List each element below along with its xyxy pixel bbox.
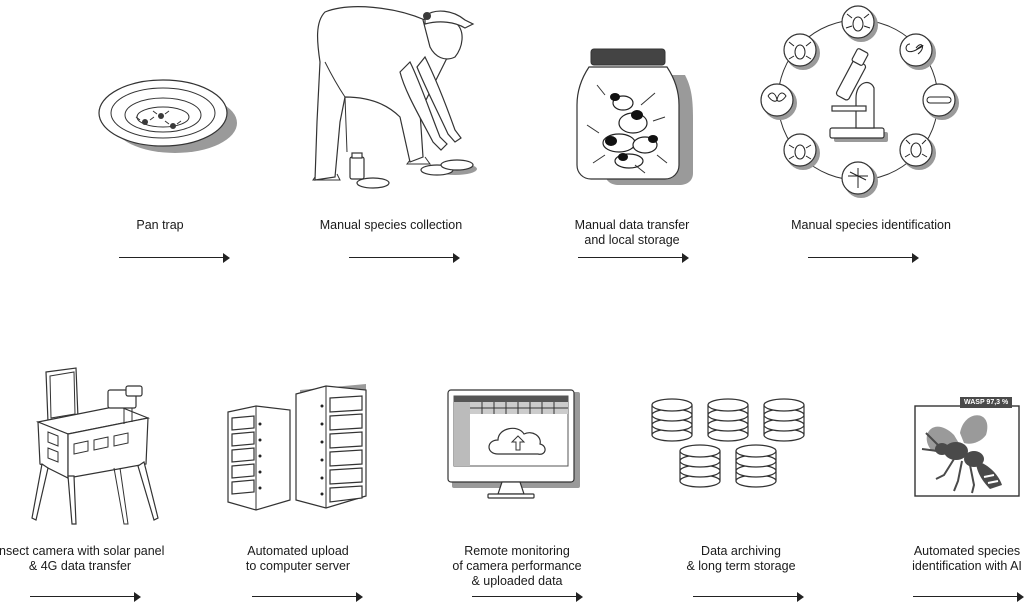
step-label-pan-trap: Pan trap [136, 218, 183, 233]
step-label-manual-collection: Manual species collection [320, 218, 462, 233]
database-stack-icon [648, 395, 813, 495]
person-collecting-icon [305, 2, 490, 192]
microscope-ring-icon [760, 2, 960, 198]
flow-arrow [808, 253, 919, 263]
flow-arrow [119, 253, 230, 263]
server-rack-icon [226, 384, 372, 514]
insect-jar-icon [575, 45, 700, 190]
insect-camera-icon [28, 368, 168, 528]
cloud-monitor-icon [446, 388, 581, 500]
step-label-manual-identification: Manual species identification [791, 218, 951, 233]
step-label-insect-camera: Insect camera with solar panel& 4G data … [0, 544, 164, 574]
pan-trap-icon [95, 65, 240, 160]
wasp-identification-icon [914, 405, 1020, 497]
flow-arrow [349, 253, 460, 263]
flow-arrow [578, 253, 689, 263]
ai-confidence-badge: WASP 97,3 % [960, 397, 1012, 408]
step-label-data-archiving: Data archiving& long term storage [686, 544, 795, 574]
